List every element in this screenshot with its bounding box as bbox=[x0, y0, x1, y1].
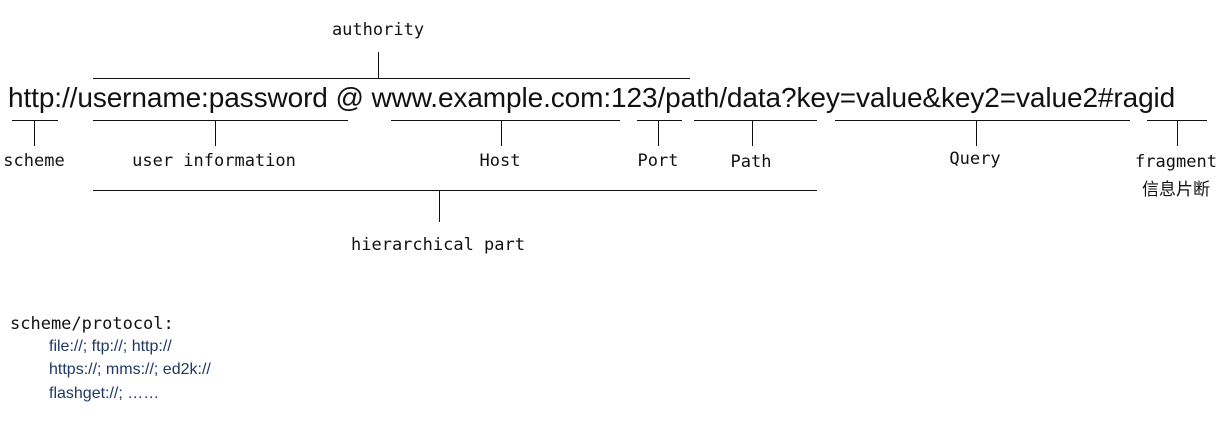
fragment-label: fragment bbox=[1135, 152, 1217, 172]
path-bracket-stem bbox=[752, 120, 753, 146]
fragment-bracket-stem bbox=[1177, 120, 1178, 146]
scheme-protocol-title: scheme/protocol: bbox=[10, 314, 174, 334]
scheme-list-line-1: file://; ftp://; http:// bbox=[49, 338, 172, 355]
user-info-bracket-stem bbox=[215, 120, 216, 146]
scheme-label: scheme bbox=[3, 151, 65, 171]
user-info-bracket-bar bbox=[93, 120, 348, 121]
scheme-list-line-3: flashget://; …… bbox=[49, 385, 160, 402]
path-bracket-bar bbox=[694, 120, 817, 121]
path-label: Path bbox=[730, 152, 772, 172]
scheme-bracket-bar bbox=[12, 120, 58, 121]
url-text: http://username:password @ www.example.c… bbox=[8, 82, 1176, 113]
authority-bracket-stem bbox=[378, 52, 379, 78]
port-bracket-stem bbox=[658, 120, 659, 146]
host-bracket-bar bbox=[391, 120, 620, 121]
hierarchical-part-bracket-stem bbox=[439, 190, 440, 222]
query-bracket-bar bbox=[835, 120, 1130, 121]
port-bracket-bar bbox=[637, 120, 682, 121]
query-bracket-stem bbox=[976, 120, 977, 146]
fragment-cn-label: 信息片断 bbox=[1142, 180, 1210, 200]
hierarchical-part-label: hierarchical part bbox=[351, 235, 525, 255]
user-information-label: user information bbox=[132, 151, 296, 171]
scheme-list-line-2: https://; mms://; ed2k:// bbox=[49, 361, 211, 378]
hierarchical-part-bracket-bar bbox=[93, 190, 817, 191]
host-bracket-stem bbox=[501, 120, 502, 146]
authority-bracket-bar bbox=[93, 78, 690, 79]
query-label: Query bbox=[949, 149, 1001, 169]
scheme-bracket-stem bbox=[34, 120, 35, 146]
host-label: Host bbox=[479, 151, 521, 171]
authority-label: authority bbox=[331, 20, 425, 40]
port-label: Port bbox=[637, 151, 679, 171]
